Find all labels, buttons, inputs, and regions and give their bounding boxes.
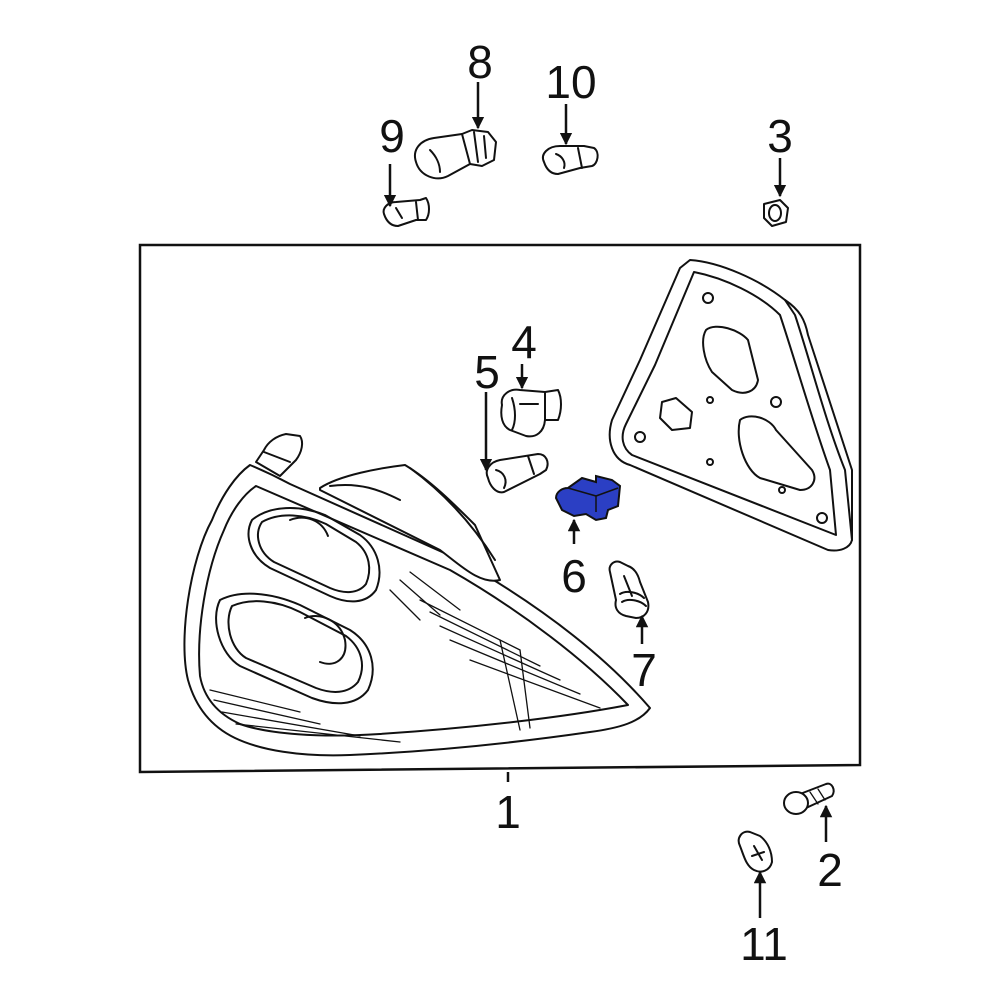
leader-lines — [383, 82, 833, 918]
callout-8: 8 — [467, 36, 493, 88]
callout-5: 5 — [474, 346, 500, 398]
callout-1: 1 — [495, 786, 521, 838]
turn-signal-bulb[interactable] — [414, 129, 497, 180]
callout-4: 4 — [511, 316, 537, 368]
tail-lamp-housing[interactable] — [183, 433, 651, 757]
bulb-bracket-highlighted[interactable] — [554, 474, 622, 522]
nut[interactable] — [763, 199, 789, 227]
bulb-socket[interactable] — [500, 388, 562, 438]
screw[interactable] — [783, 782, 835, 815]
callout-11: 11 — [740, 918, 788, 970]
callout-10: 10 — [545, 56, 596, 108]
wedge-bulb[interactable] — [485, 453, 549, 494]
backup-bulb[interactable] — [542, 145, 599, 175]
callout-9: 9 — [379, 110, 405, 162]
callout-2: 2 — [817, 844, 843, 896]
assembly-frame — [138, 243, 862, 774]
tail-bulb[interactable] — [608, 560, 650, 619]
callout-7: 7 — [631, 644, 657, 696]
lamp-gasket-plate — [608, 259, 853, 552]
callout-6: 6 — [561, 550, 587, 602]
callout-3: 3 — [767, 110, 793, 162]
license-lamp-bulb[interactable] — [737, 830, 773, 873]
